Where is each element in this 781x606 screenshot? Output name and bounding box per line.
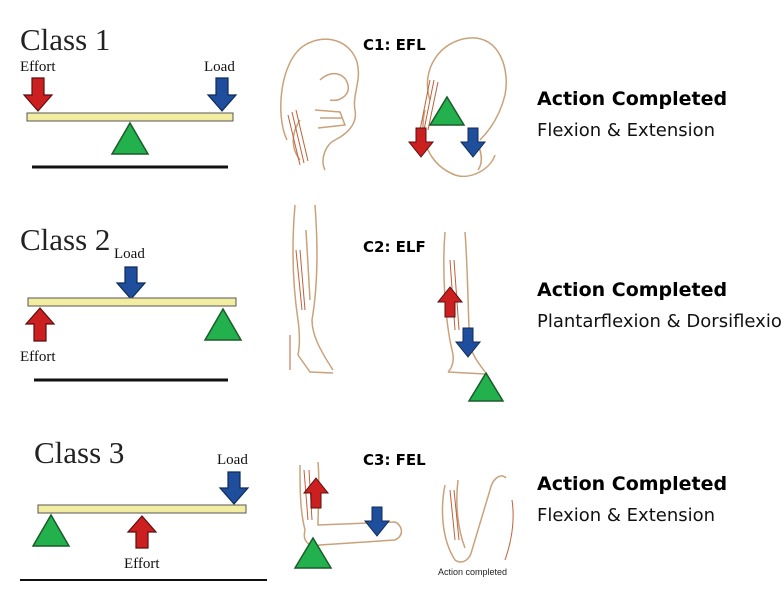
red-effort-arrow-icon (22, 77, 54, 112)
class-2-code: C2: ELF (363, 238, 426, 256)
green-fulcrum-triangle-icon (293, 536, 333, 569)
class-2-lever-bar (27, 297, 237, 307)
green-fulcrum-triangle-icon (467, 371, 505, 402)
class-1-code: C1: EFL (363, 36, 426, 54)
class-1-lever-bar (26, 112, 234, 122)
red-effort-arrow-icon (302, 477, 330, 509)
blue-load-arrow-icon (218, 471, 250, 505)
class-2-action-title: Action Completed (537, 279, 728, 301)
red-effort-arrow-icon (126, 515, 158, 549)
class-1-load-label: Load (204, 59, 235, 75)
arm-illustration-caption: Action completed (438, 567, 508, 577)
class-3-effort-label: Effort (124, 556, 160, 572)
class-1-effort-label: Effort (20, 59, 56, 75)
class-1-action-title: Action Completed (537, 88, 728, 110)
blue-load-arrow-icon (454, 327, 482, 358)
green-fulcrum-triangle-icon (110, 121, 150, 155)
class-2-title: Class 2 (20, 222, 111, 257)
blue-load-arrow-icon (115, 266, 147, 300)
class-3-action-desc: Flexion & Extension (537, 505, 716, 526)
class-3-title: Class 3 (34, 435, 125, 470)
green-fulcrum-triangle-icon (31, 513, 71, 547)
class-2-action-desc: Plantarflexion & Dorsiflexion (537, 311, 781, 332)
class-1-title: Class 1 (20, 22, 111, 57)
class-1-action-desc: Flexion & Extension (537, 120, 716, 141)
class-3-load-label: Load (217, 452, 248, 468)
blue-load-arrow-icon (206, 77, 238, 112)
red-effort-arrow-icon (24, 307, 56, 342)
class-2-load-label: Load (114, 246, 145, 262)
blue-load-arrow-icon (459, 127, 487, 158)
class-3-code: C3: FEL (363, 451, 426, 469)
green-fulcrum-triangle-icon (428, 95, 466, 126)
green-fulcrum-triangle-icon (203, 307, 243, 341)
blue-load-arrow-icon (363, 506, 391, 537)
class-2-effort-label: Effort (20, 349, 56, 365)
red-effort-arrow-icon (407, 127, 435, 158)
class-3-lever-bar (37, 504, 247, 514)
red-effort-arrow-icon (436, 286, 464, 318)
class-3-action-title: Action Completed (537, 473, 728, 495)
